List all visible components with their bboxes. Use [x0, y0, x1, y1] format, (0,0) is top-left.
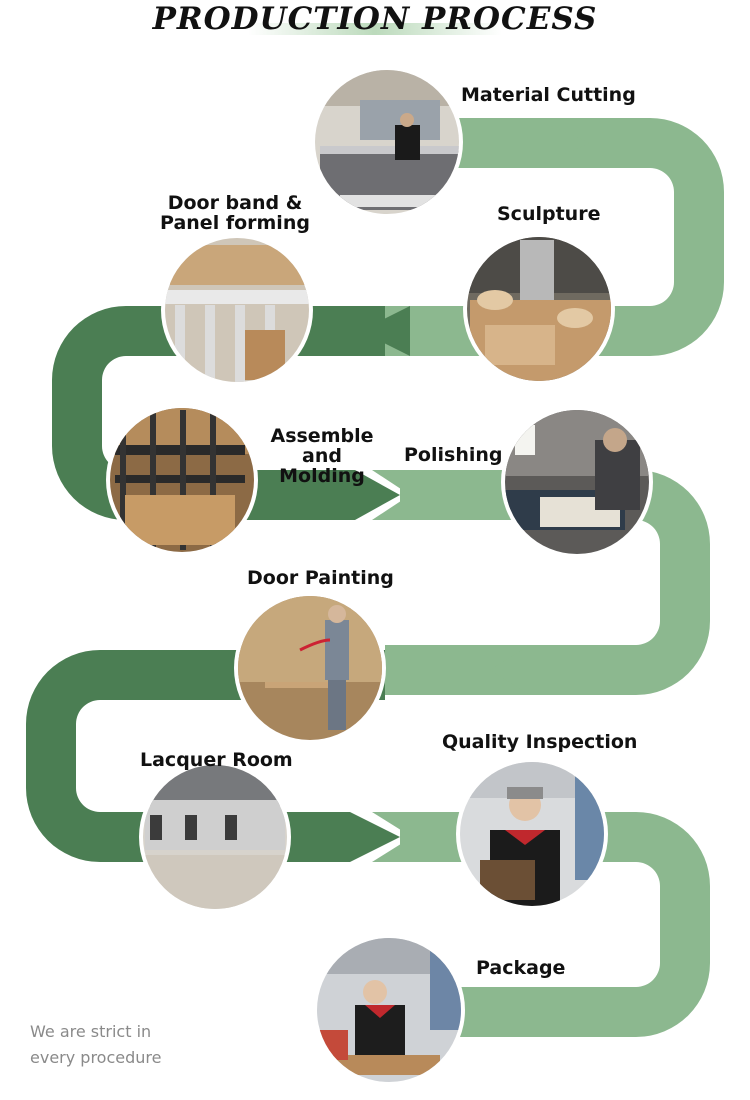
step-photo-quality-inspection: [456, 758, 608, 910]
step-label-assemble: Assemble and Molding: [270, 425, 374, 487]
step-label-door-painting: Door Painting: [247, 567, 394, 589]
flow-arrow-6: [350, 812, 400, 862]
flow-arrow-5: [490, 645, 530, 695]
flow-arrow-3: [355, 470, 400, 520]
step-label-sculpture: Sculpture: [497, 203, 601, 225]
flow-arrow-2: [360, 306, 410, 356]
step-photo-panel-forming: [161, 234, 313, 386]
flow-arrow-4: [372, 470, 410, 520]
flow-arrow-1: [456, 118, 590, 168]
step-label-package: Package: [476, 957, 566, 979]
page-title: PRODUCTION PROCESS: [152, 1, 598, 37]
step-label-quality-inspection: Quality Inspection: [442, 731, 638, 753]
step-photo-material-cutting: [311, 66, 463, 218]
step-label-panel-forming: Door band & Panel forming: [160, 192, 310, 234]
step-photo-lacquer-room: [139, 761, 291, 913]
footer-note: We are strict in every procedure: [30, 1022, 162, 1067]
step-photo-package: [313, 934, 465, 1086]
step-photo-door-painting: [234, 592, 386, 744]
step-photo-sculpture: [463, 233, 615, 385]
step-photo-polishing: [501, 406, 653, 558]
step-label-material-cutting: Material Cutting: [461, 84, 636, 106]
step-label-polishing: Polishing: [404, 444, 503, 466]
step-label-lacquer-room: Lacquer Room: [140, 749, 293, 771]
flow-arrow-7: [372, 812, 412, 862]
step-photo-assemble: [106, 404, 258, 556]
